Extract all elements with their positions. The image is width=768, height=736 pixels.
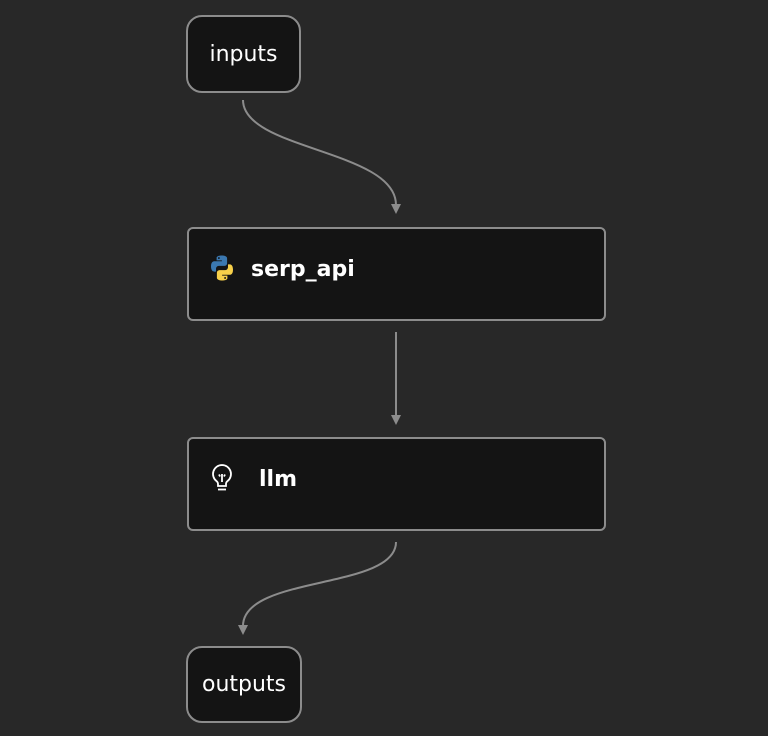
edge-llm-outputs-arrow (238, 625, 248, 635)
node-inputs[interactable]: inputs (186, 15, 301, 93)
node-label: llm (259, 466, 298, 492)
edge-inputs-serp-api (242, 99, 397, 206)
node-label: serp_api (251, 256, 355, 282)
node-label: outputs (201, 672, 287, 697)
node-serp-api[interactable]: serp_api (187, 227, 606, 321)
node-label: inputs (209, 41, 278, 67)
node-llm[interactable]: llm (187, 437, 606, 531)
python-icon (207, 253, 237, 283)
edge-inputs-serp-api-arrow (391, 204, 401, 214)
edge-serp-api-llm-arrow (391, 415, 401, 425)
node-outputs[interactable]: outputs (186, 646, 302, 723)
lightbulb-icon (207, 463, 237, 493)
edge-llm-outputs (242, 541, 397, 627)
